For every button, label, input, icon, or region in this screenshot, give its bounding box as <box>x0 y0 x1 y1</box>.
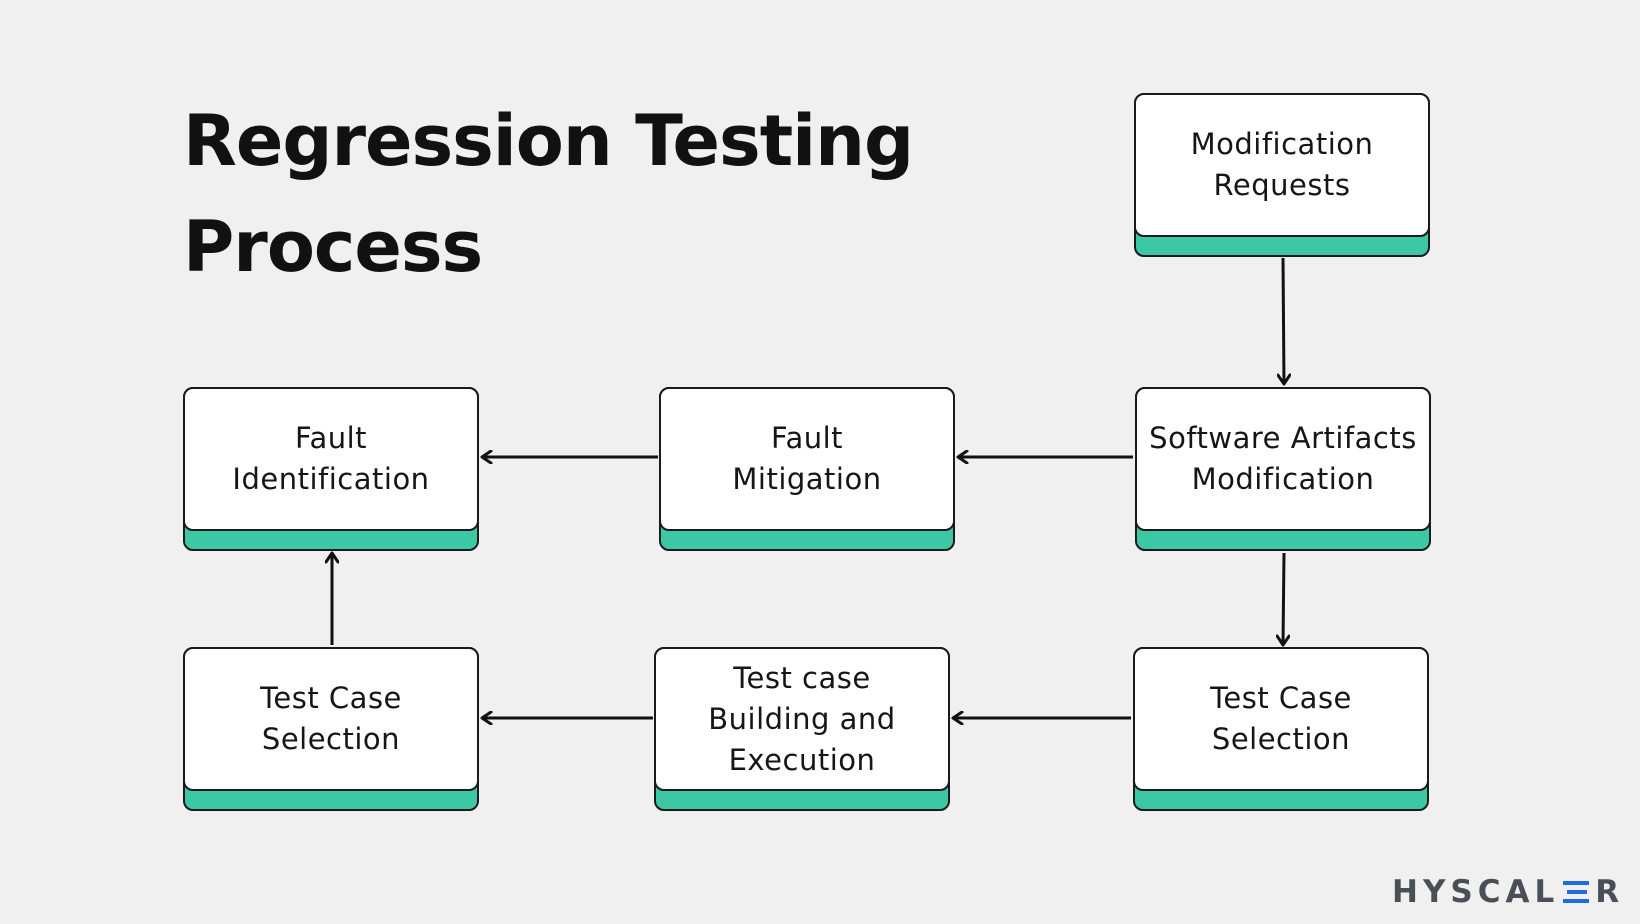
node-label: Software Artifacts Modification <box>1149 421 1417 496</box>
three-bars-e-icon <box>1561 881 1590 903</box>
arrow-modification-requests-to-software-artifacts <box>1283 257 1284 384</box>
diagram-title-line-2: Process <box>183 206 483 288</box>
logo-text-part-1: HYSCAL <box>1392 874 1560 910</box>
node-test-case-selection-left: Test Case Selection <box>183 647 479 811</box>
node-test-case-selection-right: Test Case Selection <box>1133 647 1429 811</box>
node-software-artifacts-modification: Software Artifacts Modification <box>1135 387 1431 551</box>
node-fault-mitigation: Fault Mitigation <box>659 387 955 551</box>
hyscaler-logo: HYSCAL R <box>1392 872 1624 912</box>
node-label: Modification Requests <box>1190 127 1374 202</box>
node-fault-identification: Fault Identification <box>183 387 479 551</box>
diagram-title: Regression Testing Process <box>183 88 914 300</box>
logo-text-part-2: R <box>1595 874 1625 910</box>
node-label: Test Case Selection <box>260 681 402 756</box>
node-modification-requests: Modification Requests <box>1134 93 1430 257</box>
node-test-case-building-execution: Test case Building and Execution <box>654 647 950 811</box>
diagram-title-line-1: Regression Testing <box>183 100 914 182</box>
node-label: Test Case Selection <box>1210 681 1352 756</box>
node-label: Test case Building and Execution <box>708 660 896 777</box>
node-label: Fault Mitigation <box>732 421 882 496</box>
node-label: Fault Identification <box>232 421 430 496</box>
arrow-software-artifacts-to-test-case-selection-right <box>1283 552 1284 645</box>
